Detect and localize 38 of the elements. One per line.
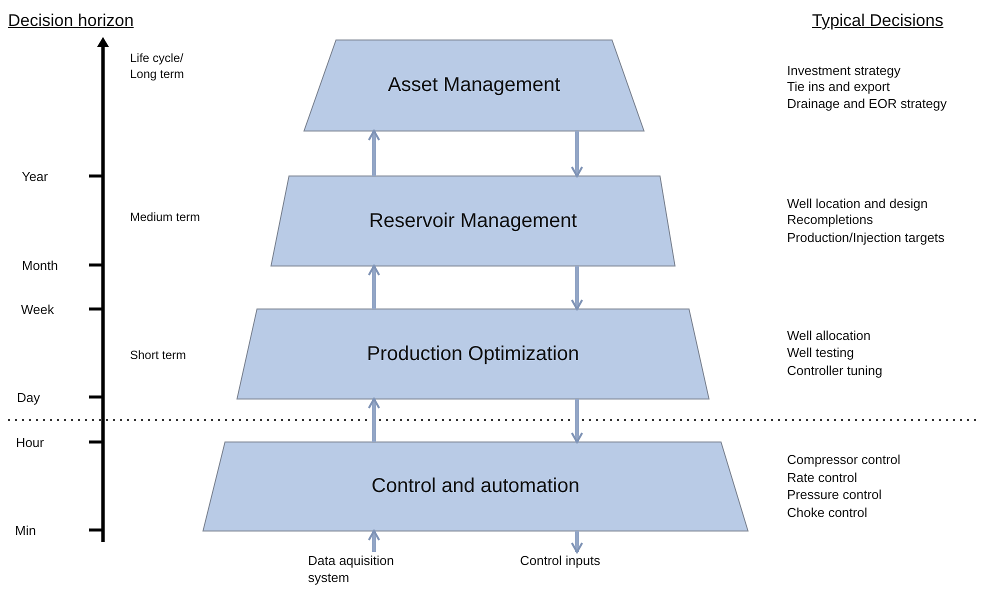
arrow: [570, 131, 584, 178]
arrow: [570, 531, 584, 554]
io-label: Data aquisition system: [308, 552, 418, 586]
arrow: [368, 530, 380, 552]
column-heading: Typical Decisions: [812, 13, 944, 29]
note-text: Medium term: [130, 209, 200, 225]
arrow: [368, 264, 380, 309]
axis-tick-label: Year: [20, 169, 48, 185]
note-text: Rate control: [787, 470, 858, 486]
note-text: Well testing: [787, 345, 854, 361]
note-text: Life cycle/ Long term: [130, 50, 186, 82]
note-text: Compressor control: [787, 452, 900, 468]
io-label: Control inputs: [520, 552, 620, 569]
arrow: [570, 399, 584, 444]
arrow: [368, 398, 380, 442]
note-text: Controller tuning: [787, 363, 882, 379]
note-text: Production/Injection targets: [787, 230, 945, 246]
level-title: Control and automation: [372, 475, 580, 498]
level-title: Production Optimization: [366, 342, 580, 366]
note-text: Choke control: [787, 505, 868, 521]
axis-tick-label: Min: [14, 523, 36, 539]
level-title: Reservoir Management: [369, 210, 577, 232]
note-text: Pressure control: [787, 487, 882, 503]
note-text: Well location and design: [787, 196, 928, 212]
note-text: Recompletions: [787, 212, 873, 228]
axis-tick-label: Hour: [14, 435, 44, 451]
axis-tick-label: Month: [20, 258, 58, 274]
arrow: [570, 266, 584, 310]
level-title: Asset Management: [388, 74, 560, 97]
note-text: Short term: [130, 347, 186, 363]
note-text: Well allocation: [787, 328, 871, 344]
arrow: [368, 130, 380, 176]
note-text: Tie ins and export: [787, 79, 890, 95]
axis-tick-label: Week: [20, 302, 54, 318]
note-text: Investment strategy: [787, 63, 900, 79]
axis-tick-label: Day: [16, 390, 40, 406]
note-text: Drainage and EOR strategy: [787, 96, 947, 112]
column-heading: Decision horizon: [8, 13, 134, 29]
